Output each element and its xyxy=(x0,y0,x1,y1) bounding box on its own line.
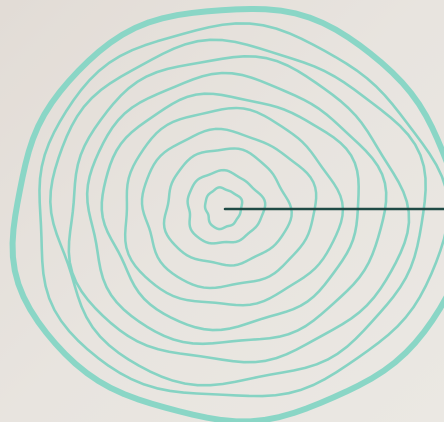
growth-ring xyxy=(125,108,343,305)
growth-ring xyxy=(164,148,292,265)
growth-ring xyxy=(50,40,425,385)
growth-ring xyxy=(188,170,266,243)
tree-rings xyxy=(13,9,444,421)
growth-ring xyxy=(102,94,359,330)
